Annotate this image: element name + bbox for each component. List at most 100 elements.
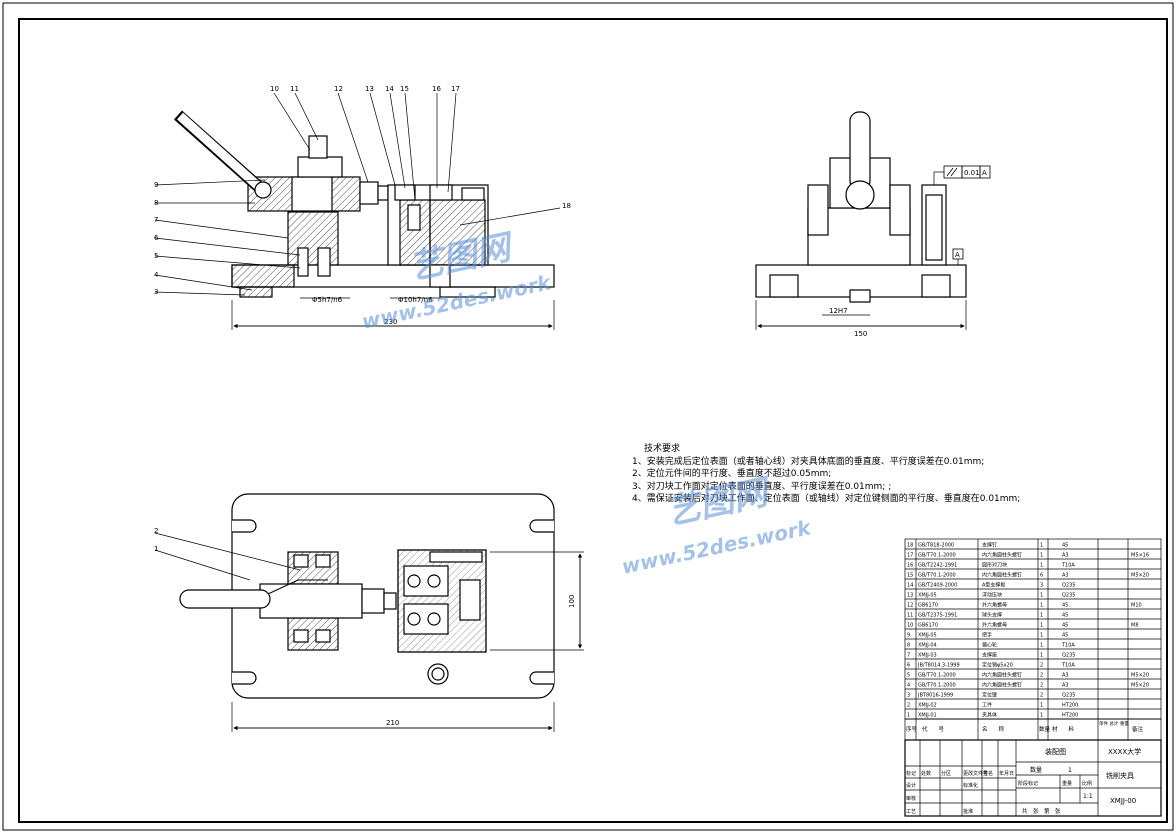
qty-value: 1 bbox=[1068, 767, 1072, 774]
side-view-labels: 0.01 A A 150 12H7 bbox=[829, 169, 987, 338]
part-16-no: 16 bbox=[907, 563, 913, 569]
dim-100: 100 bbox=[568, 595, 576, 608]
hdr-name: 名 称 bbox=[982, 725, 1005, 733]
part-5-mat: A3 bbox=[1062, 673, 1069, 679]
balloon-5: 5 bbox=[154, 252, 158, 260]
tolerance-value: 0.01 bbox=[964, 169, 980, 177]
part-15-note: M5×20 bbox=[1131, 573, 1149, 579]
stage-label: 阶段标记 bbox=[1018, 780, 1038, 787]
part-10-code: GB6170 bbox=[918, 623, 938, 629]
part-8-mat: T10A bbox=[1061, 643, 1075, 649]
part-4-code: GB/T70.1-2000 bbox=[918, 683, 956, 689]
row-change: 更改文件号 bbox=[963, 770, 988, 777]
part-11-no: 11 bbox=[907, 613, 913, 619]
part-13-no: 13 bbox=[907, 593, 913, 599]
part-9-no: 9 bbox=[907, 633, 910, 639]
part-18-mat: 45 bbox=[1062, 543, 1068, 549]
row-mark: 标记 bbox=[906, 770, 916, 777]
part-11-code: GB/T2375-1991 bbox=[918, 613, 957, 619]
part-17-no: 17 bbox=[907, 553, 913, 559]
hdr-qty: 数量 bbox=[1039, 725, 1051, 733]
row-date: 年月日 bbox=[999, 770, 1014, 777]
part-4-name: 内六角圆柱头螺钉 bbox=[982, 682, 1022, 689]
part-13-code: XMJJ-05 bbox=[918, 593, 937, 599]
part-4-note: M5×20 bbox=[1131, 683, 1149, 689]
role-design: 设计 bbox=[906, 782, 916, 789]
row-zone: 分区 bbox=[941, 770, 951, 777]
hdr-no: 序号 bbox=[906, 725, 918, 733]
title-block-text: 装配图 XXXX大学 铣削夹具 XMJJ-00 数量 1 阶段标记 重量 比例 … bbox=[906, 747, 1141, 815]
weight-label: 重量 bbox=[1062, 780, 1072, 787]
part-10-name: 外六角螺母 bbox=[982, 622, 1007, 629]
part-4-qty: 2 bbox=[1040, 683, 1043, 689]
part-5-qty: 2 bbox=[1040, 673, 1043, 679]
balloon-17: 17 bbox=[451, 85, 460, 93]
hdr-note: 备注 bbox=[1132, 725, 1144, 733]
part-1-no: 1 bbox=[907, 713, 910, 719]
part-6-name: 定位销φ5x20 bbox=[982, 662, 1013, 669]
balloon-4: 4 bbox=[154, 271, 159, 279]
part-10-mat: 45 bbox=[1062, 623, 1068, 629]
part-17-mat: A3 bbox=[1062, 553, 1069, 559]
part-1-code: XMJJ-01 bbox=[918, 713, 937, 719]
datum-label: A bbox=[955, 251, 960, 259]
part-2-code: XMJJ-02 bbox=[918, 703, 937, 709]
balloon-7: 7 bbox=[154, 216, 158, 224]
balloon-16: 16 bbox=[432, 85, 441, 93]
part-12-code: GB6170 bbox=[918, 603, 938, 609]
part-15-no: 15 bbox=[907, 573, 913, 579]
dim-210: 210 bbox=[386, 719, 399, 727]
part-12-note: M10 bbox=[1131, 603, 1142, 609]
part-12-name: 外六角螺母 bbox=[982, 602, 1007, 609]
part-8-code: XMJJ-04 bbox=[918, 643, 937, 649]
note-3: 3、对刀块工作面对定位表面的垂直度、平行度误差在0.01mm; ; bbox=[632, 481, 892, 492]
part-17-code: GB/T70.1-2000 bbox=[918, 553, 956, 559]
notes-title: 技术要求 bbox=[644, 444, 681, 454]
part-6-mat: T10A bbox=[1061, 663, 1075, 669]
part-2-mat: HT200 bbox=[1062, 703, 1078, 709]
part-5-note: M5×20 bbox=[1131, 673, 1149, 679]
part-11-mat: 45 bbox=[1062, 613, 1068, 619]
top-view-labels: 2 1 210 100 bbox=[154, 527, 576, 727]
part-5-no: 5 bbox=[907, 673, 910, 679]
part-5-code: GB/T70.1-2000 bbox=[918, 673, 956, 679]
part-7-code: XMJJ-03 bbox=[918, 653, 937, 659]
part-17-note: M5×16 bbox=[1131, 553, 1149, 559]
part-11-name: 球头支撑 bbox=[982, 612, 1002, 619]
part-16-mat: T10A bbox=[1061, 563, 1075, 569]
drawing-type: 装配图 bbox=[1045, 747, 1066, 756]
part-7-mat: Q235 bbox=[1062, 653, 1075, 659]
part-11-qty: 1 bbox=[1040, 613, 1043, 619]
balloon-10: 10 bbox=[270, 85, 279, 93]
parts-table-grid bbox=[904, 538, 1162, 817]
qty-label: 数量 bbox=[1030, 766, 1042, 774]
part-12-no: 12 bbox=[907, 603, 913, 609]
part-16-code: GB/T2242-1991 bbox=[918, 563, 957, 569]
hdr-weight: 单件 总计 重量 bbox=[1099, 720, 1129, 727]
part-15-code: GB/T70.1-2000 bbox=[918, 573, 956, 579]
part-14-mat: Q235 bbox=[1062, 583, 1075, 589]
drawing-number: XMJJ-00 bbox=[1110, 797, 1136, 805]
part-3-code: JBT8016-1999 bbox=[917, 693, 953, 699]
part-15-name: 内六角圆柱头螺钉 bbox=[982, 572, 1022, 579]
role-craft: 工艺 bbox=[906, 809, 916, 815]
part-15-qty: 6 bbox=[1040, 573, 1043, 579]
part-14-name: A型支撑板 bbox=[982, 582, 1005, 589]
front-view bbox=[154, 92, 561, 330]
note-2: 2、定位元件间的平行度、垂直度不超过0.05mm; bbox=[632, 469, 832, 479]
part-10-qty: 1 bbox=[1040, 623, 1043, 629]
hdr-mat: 材 料 bbox=[1052, 725, 1075, 733]
side-view bbox=[755, 111, 991, 330]
part-9-mat: 45 bbox=[1062, 633, 1068, 639]
note-1: 1、安装完成后定位表面（或者轴心线）对夹具体底面的垂直度、平行度误差在0.01m… bbox=[632, 456, 985, 467]
part-14-qty: 3 bbox=[1040, 583, 1043, 589]
inner-border bbox=[18, 18, 1168, 823]
note-4: 4、需保证安装后对刀块工作面、定位表面（或轴线）对定位键侧面的平行度、垂直度在0… bbox=[632, 494, 1021, 504]
sheet-footer: 共 张 第 张 bbox=[1022, 807, 1061, 815]
balloon-6: 6 bbox=[154, 234, 159, 242]
part-15-mat: A3 bbox=[1062, 573, 1069, 579]
